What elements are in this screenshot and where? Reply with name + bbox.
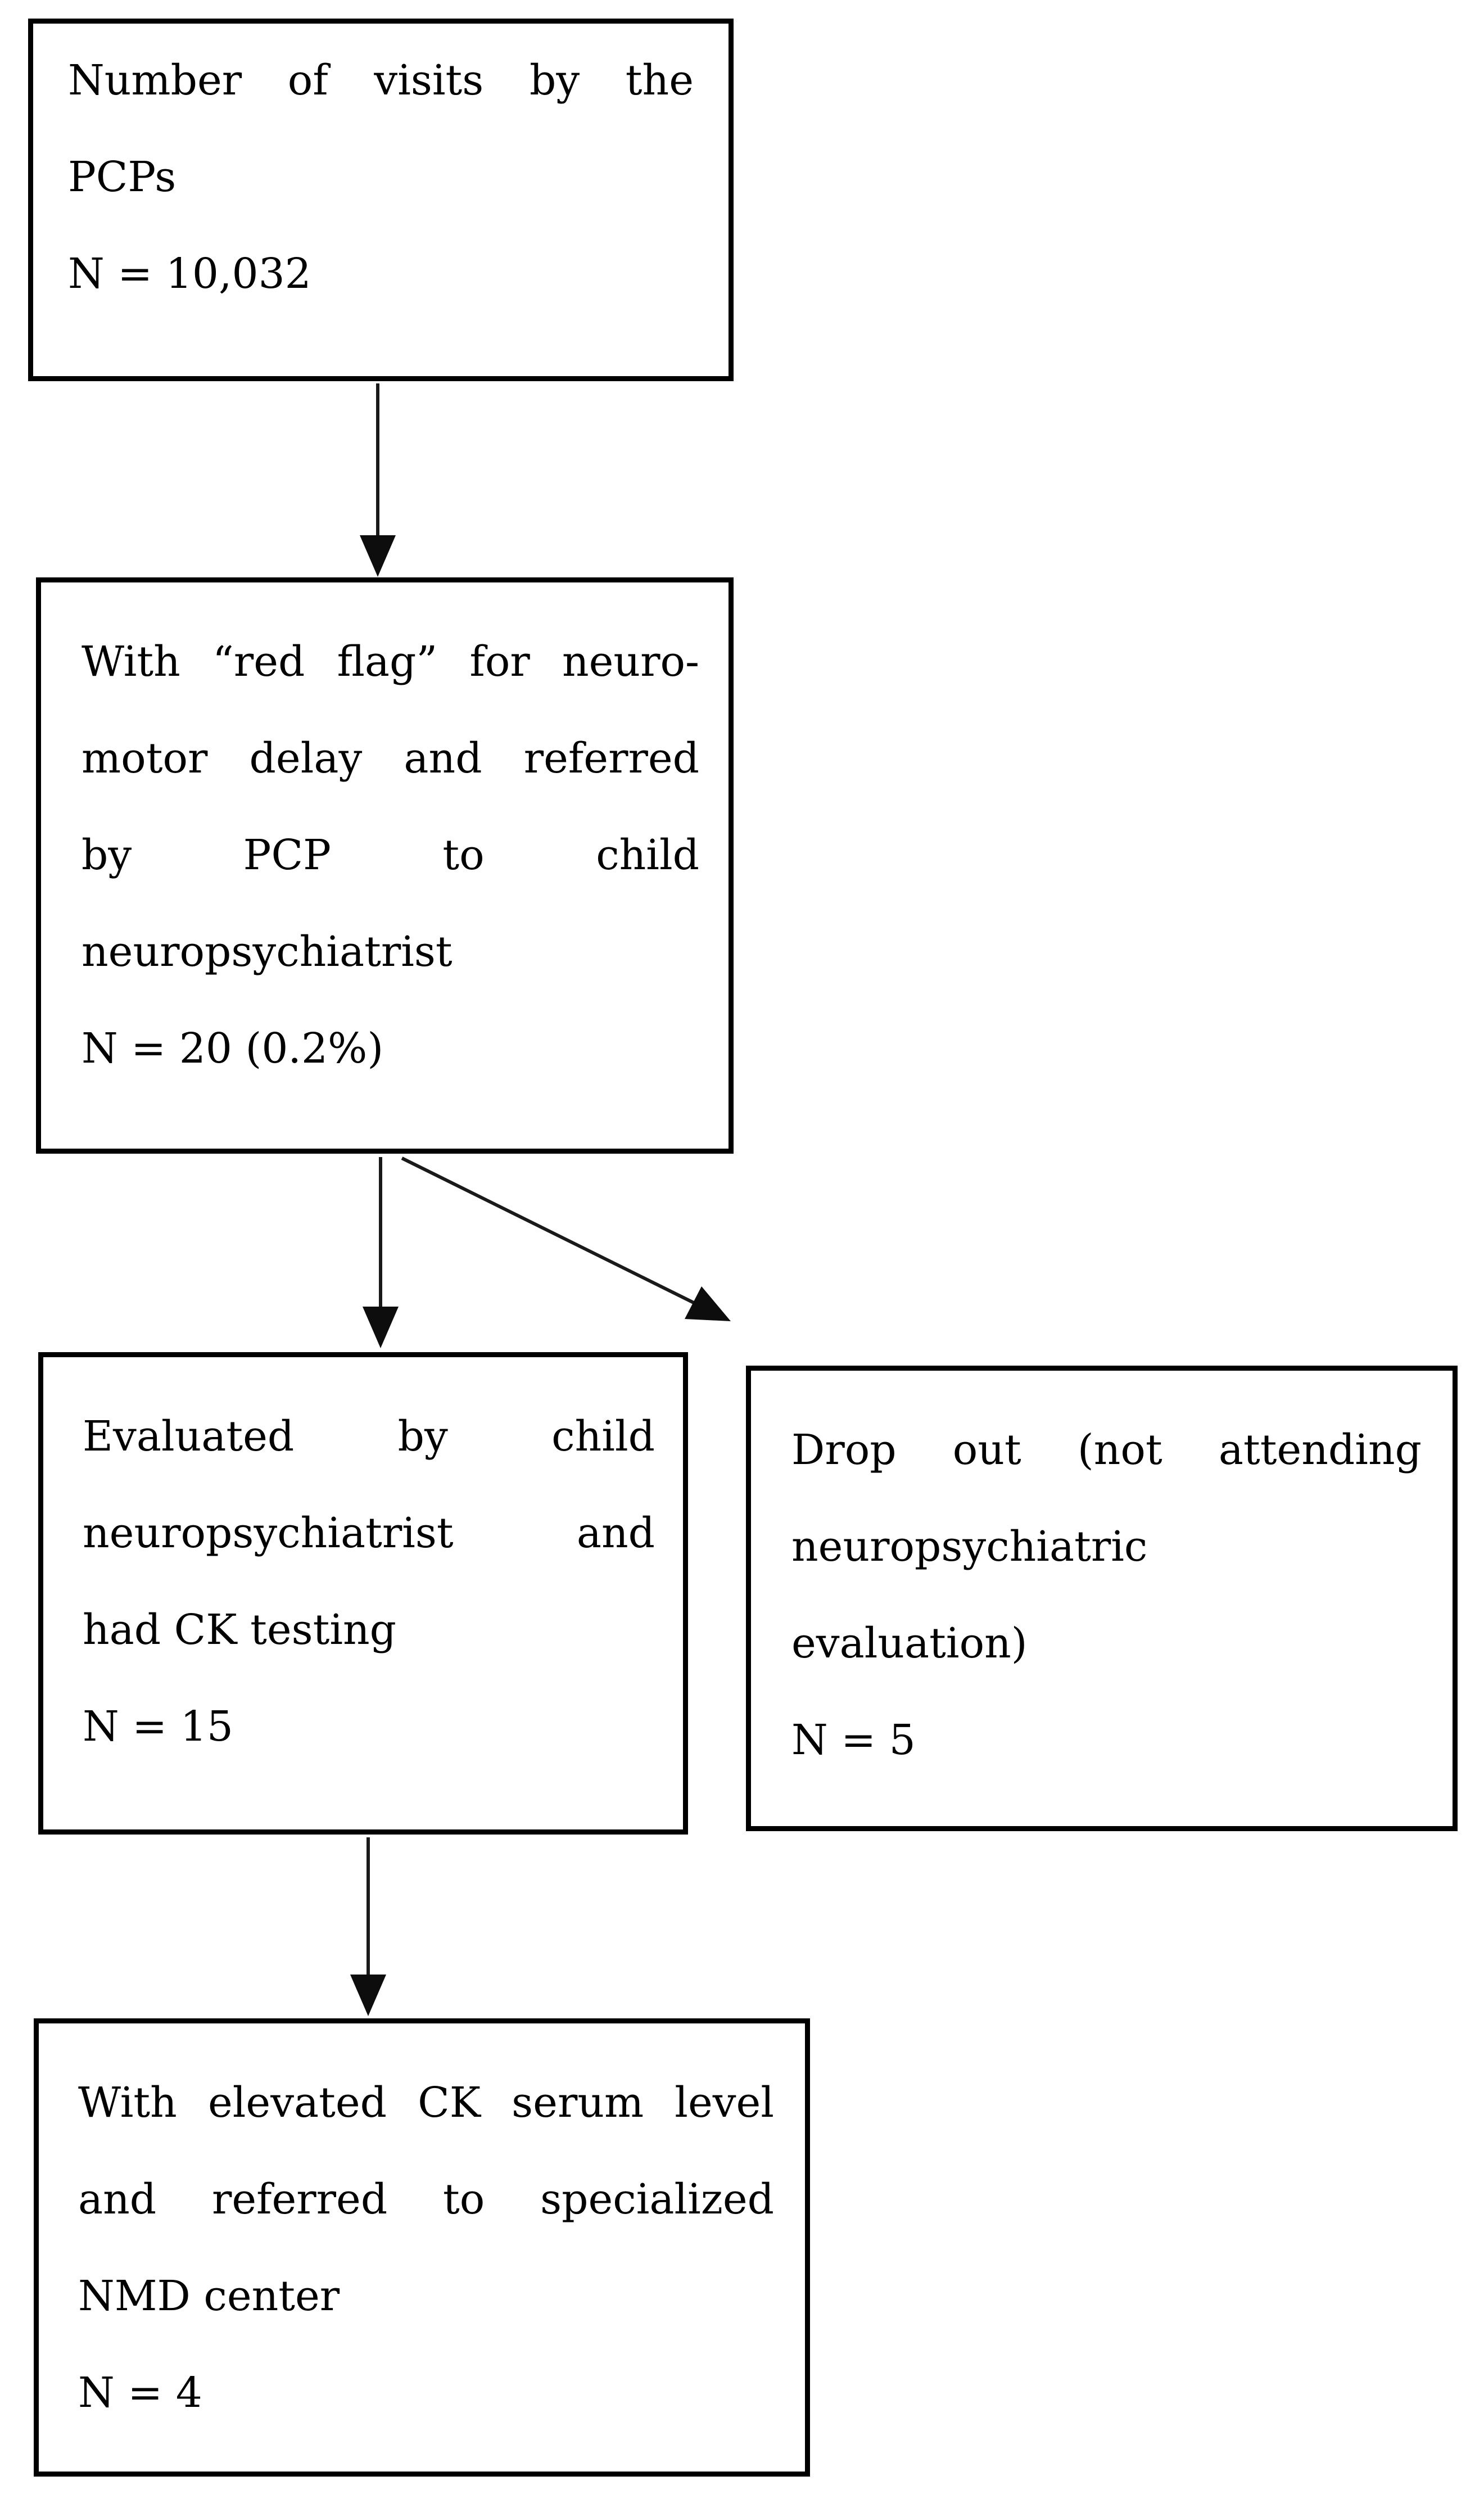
flow-box-red-flag-referred: With “red flag” for neuro-motor delay an… — [36, 577, 734, 1154]
box-text-line: PCPs — [68, 153, 177, 201]
box-text-line: and referred to specialized — [78, 2175, 774, 2224]
flow-box-drop-out: Drop out (not attending neuropsychiatric e… — [746, 1366, 1458, 1831]
box-text-line: NMD center — [78, 2272, 340, 2320]
box-text-line: Drop out (not attending — [791, 1426, 1422, 1474]
arrow-pcp-visits-to-red-flag — [360, 383, 396, 577]
box-text-line: neuropsychiatrist — [82, 928, 453, 976]
box-text-line: neuropsychiatrist and — [83, 1509, 655, 1557]
box-text-line: neuropsychiatric — [791, 1522, 1148, 1571]
box-text-line: With “red flag” for neuro- — [82, 638, 699, 686]
box-text-line: motor delay and referred — [82, 734, 699, 783]
box-text-line: N = 20 (0.2%) — [82, 1024, 384, 1073]
box-text-line: N = 4 — [78, 2369, 202, 2417]
arrow-evaluated-to-elevated-ck — [350, 1837, 386, 2016]
box-text-line: evaluation) — [791, 1619, 1028, 1668]
arrow-red-flag-to-drop-out — [401, 1156, 731, 1321]
box-text-line: had CK testing — [83, 1606, 397, 1654]
box-text-line: N = 15 — [83, 1702, 233, 1751]
flow-box-elevated-ck-referred: With elevated CK serum level and referred… — [34, 2018, 810, 2477]
box-text-line: Evaluated by child — [83, 1412, 655, 1461]
box-text-line: N = 5 — [791, 1716, 916, 1764]
box-text-line: With elevated CK serum level — [78, 2079, 774, 2127]
flow-box-evaluated-ck-testing: Evaluated by child neuropsychiatrist and h… — [38, 1352, 688, 1835]
box-text-line: by PCP to child — [82, 831, 699, 879]
arrow-red-flag-to-evaluated — [363, 1157, 399, 1348]
box-text-line: N = 10,032 — [68, 250, 311, 298]
box-text-line: Number of visits by the — [68, 56, 694, 105]
